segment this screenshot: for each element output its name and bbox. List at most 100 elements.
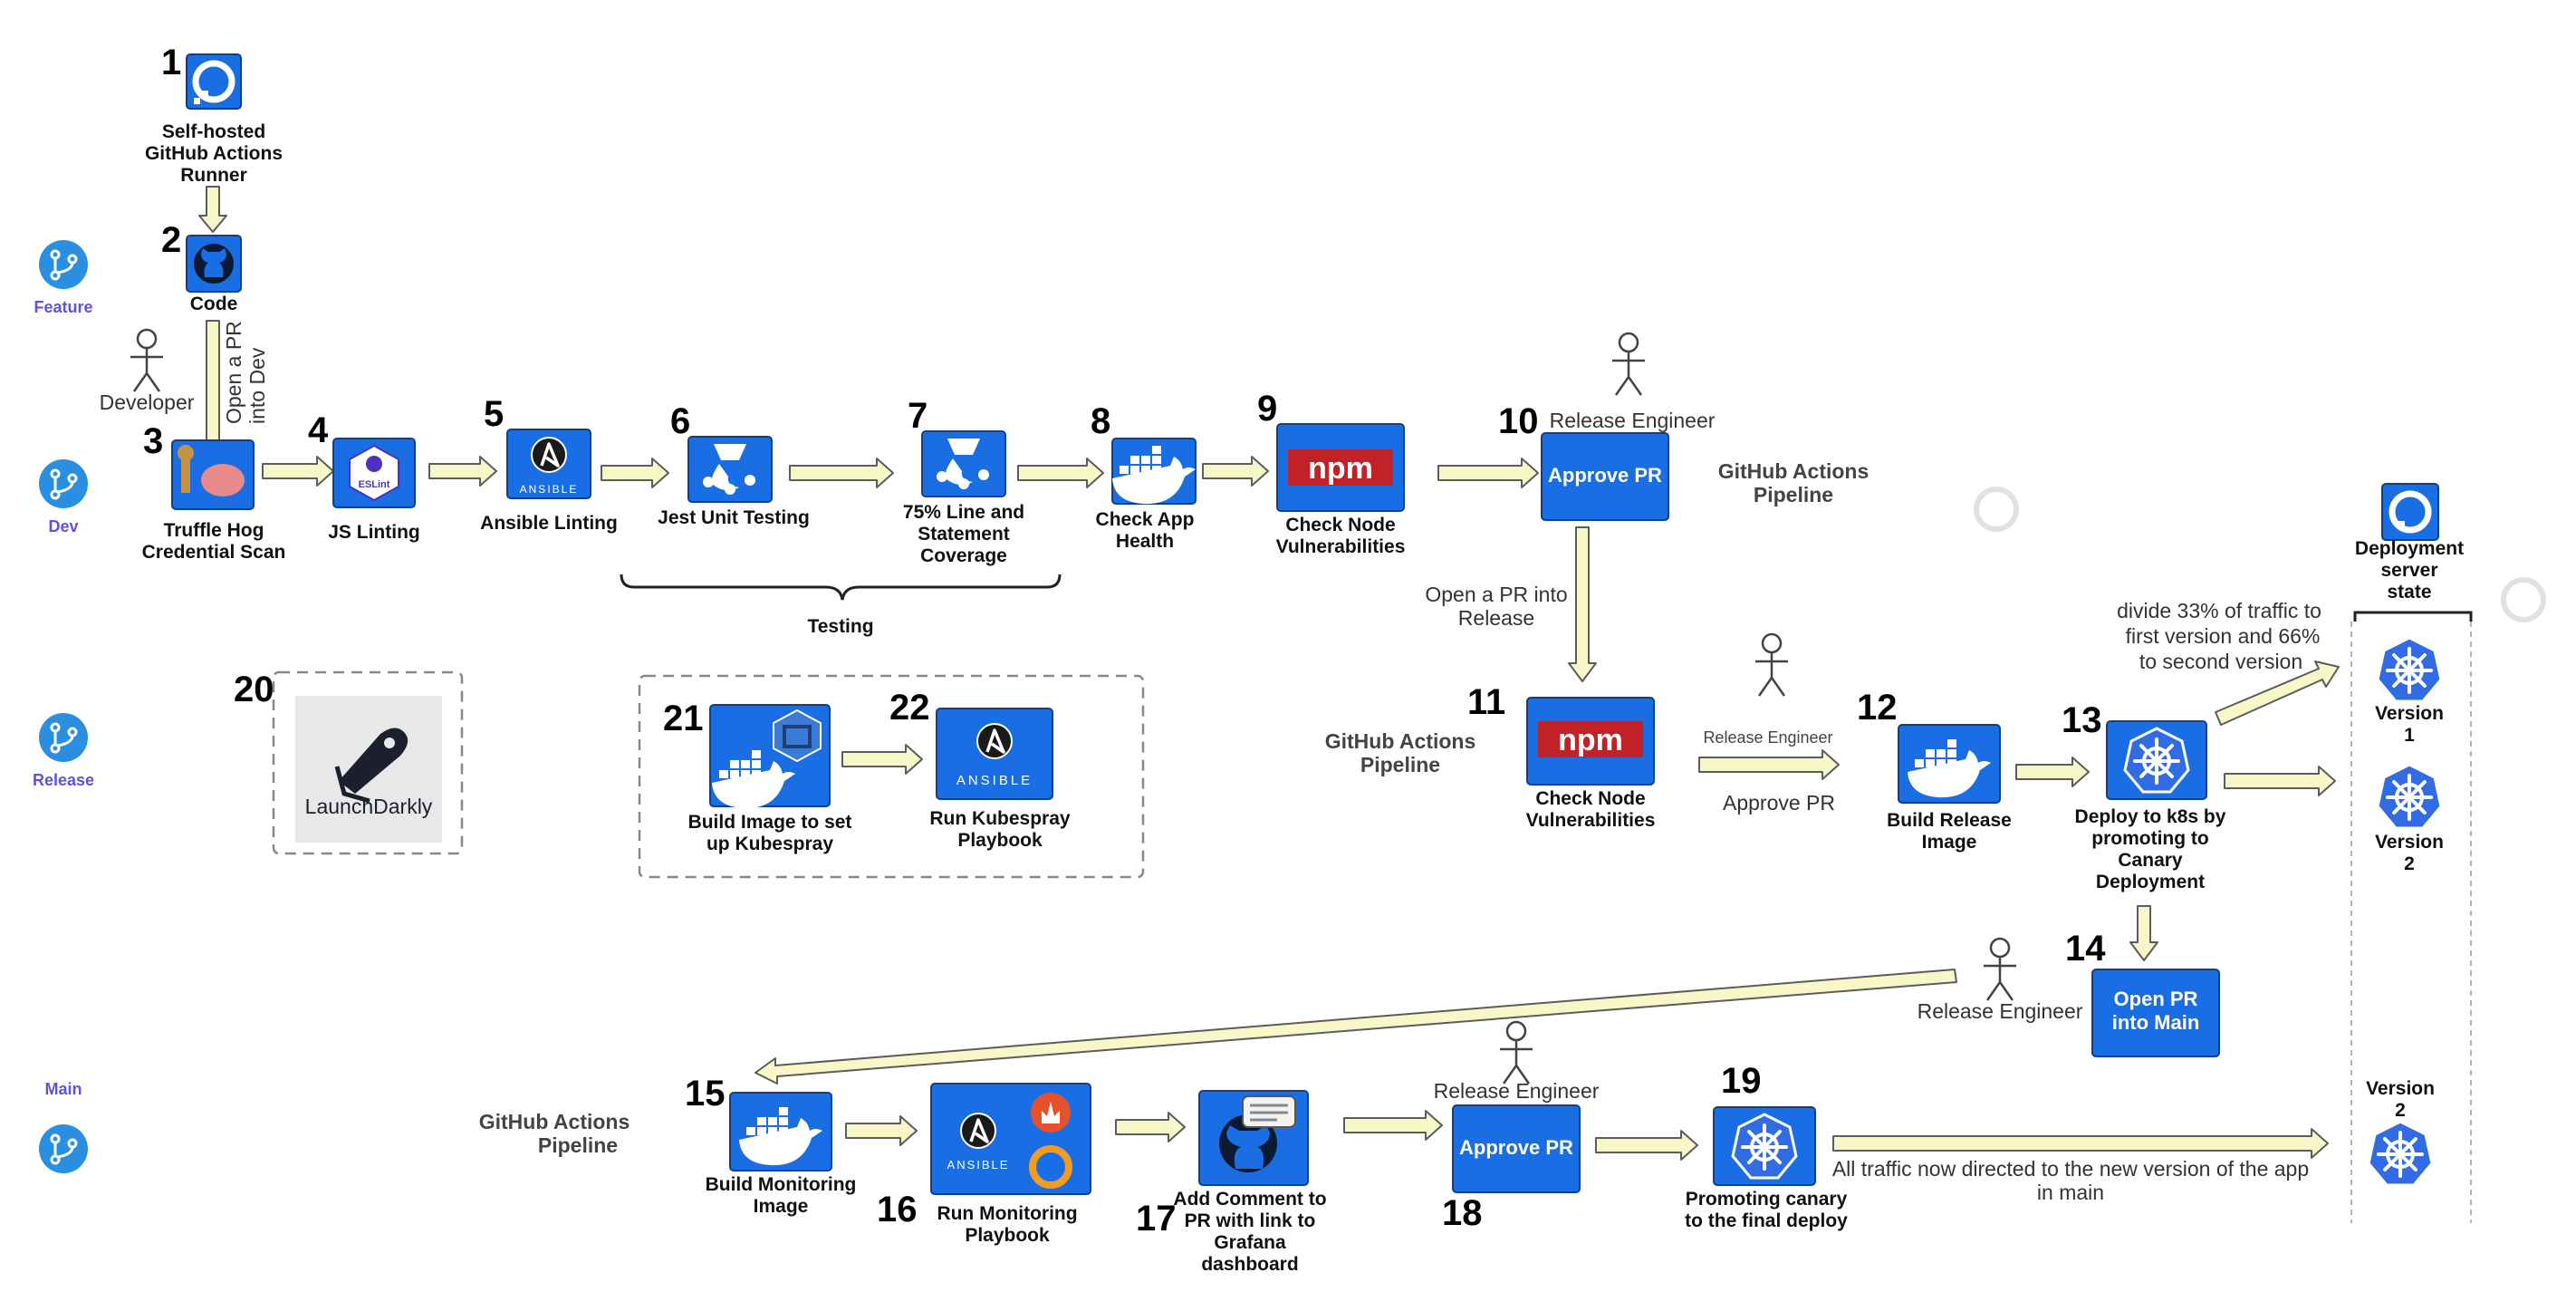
developer-actor: Developer [100, 328, 195, 414]
step-6: 6 Jest Unit Testing [658, 401, 810, 528]
step-label: Run Monitoring [937, 1203, 1077, 1224]
kubernetes-icon [2376, 763, 2443, 830]
branch-label: Feature [34, 298, 92, 316]
step-label: JS Linting [328, 522, 420, 543]
step-number: 21 [663, 699, 704, 738]
arrow [428, 456, 497, 487]
step-label: Health [1116, 531, 1174, 552]
step-number: 6 [670, 401, 690, 441]
open-pr-dev-note: Open a PR into Dev [222, 321, 269, 424]
actor-label: Release Engineer [1918, 999, 2083, 1023]
step-label: Runner [180, 165, 247, 186]
kubernetes-icon [2367, 1120, 2434, 1187]
branch-label: Dev [48, 517, 78, 535]
branch-release: Release [33, 711, 94, 789]
step-label: Canary [2118, 850, 2183, 871]
arrow [1437, 458, 1539, 488]
step-13: 13 Deploy to k8s by promoting to Canary … [2062, 700, 2226, 892]
approve-pr-button[interactable] [1541, 432, 1669, 521]
open-pr-main-button[interactable] [2091, 969, 2220, 1057]
step-label: Check App [1096, 509, 1195, 530]
step-label: Vulnerabilities [1276, 536, 1406, 557]
pipeline-label-main: GitHub Actions Pipeline [479, 1110, 630, 1157]
step-number: 18 [1442, 1193, 1483, 1233]
step-22: 22 ANSIBLE Run Kubespray Playbook [889, 688, 1071, 851]
step-label: promoting to [2091, 828, 2208, 849]
step-label: Truffle Hog [164, 520, 264, 541]
note-text: into Dev [245, 347, 269, 424]
note-text: Release [1458, 606, 1534, 630]
eslint-text: ESLint [359, 479, 390, 490]
button-label: Approve PR [1548, 464, 1662, 487]
arrow [1343, 1110, 1443, 1141]
pipeline-label: GitHub Actions [1718, 459, 1870, 483]
arrow [2129, 905, 2158, 961]
step-9: 9 npm Check Node Vulnerabilities [1257, 389, 1405, 557]
note-text: first version and 66% [2126, 624, 2321, 648]
branch-dev: Dev [37, 458, 90, 535]
approve-pr-button[interactable] [1452, 1104, 1581, 1193]
step-label: Credential Scan [142, 542, 286, 563]
step-number: 13 [2062, 700, 2102, 740]
deployment-server-state: Deployment server state Version 1 Versio… [2350, 483, 2473, 1223]
step-label: to the final deploy [1685, 1210, 1848, 1231]
arrow [841, 744, 923, 775]
step-number: 19 [1721, 1061, 1762, 1101]
arrow [262, 456, 334, 487]
button-label: into Main [2112, 1011, 2200, 1034]
step-number: 17 [1136, 1199, 1177, 1239]
arrow [1595, 1130, 1698, 1161]
npm-wordmark: npm [1308, 451, 1373, 486]
kubernetes-icon [2376, 636, 2443, 703]
step-label: Playbook [965, 1225, 1050, 1246]
step-20: 20 LaunchDarkly [234, 670, 464, 855]
step-number: 16 [877, 1190, 918, 1229]
step-label: GitHub Actions [145, 143, 283, 164]
step-8: 8 Check App Health [1091, 401, 1197, 552]
step-18: Release Engineer Approve PR 18 [1434, 1020, 1600, 1233]
arrow [1115, 1112, 1186, 1143]
arrow [1017, 458, 1104, 488]
step-label: Statement [918, 524, 1010, 545]
step-label: Promoting canary [1686, 1189, 1848, 1210]
step-number: 11 [1467, 682, 1505, 722]
arrow [755, 969, 1957, 1085]
testing-label: Testing [807, 616, 873, 637]
actor-label: Developer [100, 390, 195, 414]
step-label: Build Image to set [688, 812, 852, 833]
step-7: 7 75% Line and Statement Coverage [903, 396, 1024, 566]
step-number: 15 [685, 1074, 726, 1114]
main-version-2: Version 2 [2366, 1078, 2435, 1187]
person-icon [1982, 937, 2018, 1002]
note-text: Approve PR [1723, 791, 1835, 815]
step-3: 3 Truffle Hog Credential Scan [142, 421, 286, 563]
version-2: Version 2 [2375, 763, 2444, 874]
arrow [2215, 660, 2340, 726]
pipeline-label: Pipeline [538, 1133, 618, 1157]
step-15: 15 Build Monitoring Image [685, 1074, 856, 1217]
actor-label: Release Engineer [1434, 1079, 1600, 1103]
step-11: 11 npm Check Node Vulnerabilities [1467, 682, 1655, 831]
state-title: server [2380, 560, 2437, 581]
step-number: 4 [308, 410, 329, 450]
step-label: Build Release [1887, 810, 2012, 831]
branch-main: Main [37, 1080, 90, 1175]
git-branch-icon [37, 238, 90, 291]
step-label: PR with link to [1185, 1210, 1316, 1231]
pipeline-label-dev: GitHub Actions Pipeline [1718, 459, 1870, 506]
arrow [845, 1115, 918, 1146]
note-text: Open a PR into [1425, 583, 1567, 606]
arrow [1568, 526, 1597, 682]
step-label: Check Node [1535, 788, 1645, 809]
arrow [1202, 456, 1269, 487]
step-label: Image [1922, 832, 1977, 853]
pipeline-label: GitHub Actions [479, 1110, 630, 1133]
arrow [2224, 766, 2336, 796]
version-label: 2 [2395, 1100, 2406, 1121]
branch-feature: Feature [34, 238, 93, 316]
step-number: 7 [908, 396, 928, 436]
state-title: Deployment [2355, 538, 2464, 559]
pipeline-label-release: GitHub Actions Pipeline [1325, 729, 1476, 776]
button-label: Open PR [2114, 988, 2198, 1010]
